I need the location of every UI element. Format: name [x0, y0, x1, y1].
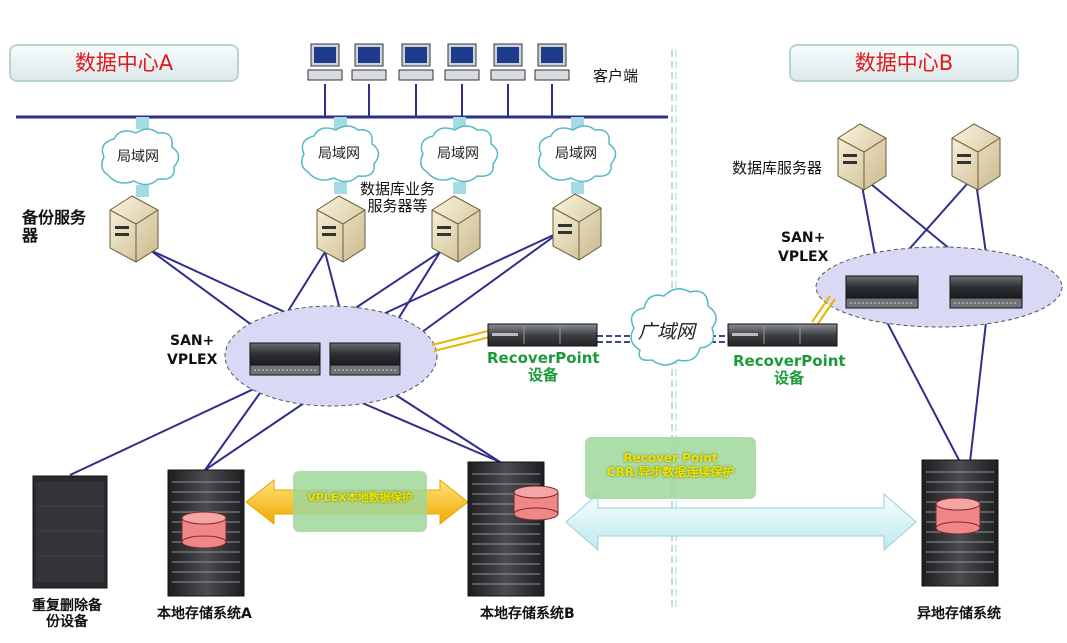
recoverpoint-appliances [487, 323, 838, 347]
recoverpoint-appliance-icon [487, 323, 598, 347]
local-storage-b-label: 本地存储系统B [480, 606, 575, 622]
remote-storage-label: 异地存储系统 [917, 606, 1001, 622]
client-pc-icon [351, 43, 387, 81]
db-app-server-icon [552, 193, 602, 261]
db-app-servers-label: 数据库业务 服务器等 [360, 180, 436, 216]
db-server-icon [951, 123, 1001, 191]
storage-volume-icon [181, 511, 227, 549]
storage-racks [167, 459, 999, 597]
backup-server-icon [109, 195, 159, 263]
lan-clouds [101, 125, 617, 186]
wan-label: 广域网 [638, 321, 696, 343]
local-storage-a-label: 本地存储系统A [157, 606, 252, 622]
lan-label: 局域网 [437, 146, 479, 162]
storage-volume-icon [513, 485, 559, 521]
recoverpoint-b-label: RecoverPoint 设备 [733, 352, 846, 388]
recoverpoint-appliance-icon [727, 323, 838, 347]
recoverpoint-protect-band [585, 437, 756, 499]
san-vplex-b-label: SAN+ VPLEX [778, 230, 829, 265]
lan-label: 局域网 [555, 146, 597, 162]
client-pcs [307, 43, 570, 81]
storage-rack-icon [167, 469, 245, 597]
vplex-protect-band [293, 471, 427, 532]
vplex-switches [249, 275, 1023, 376]
storage-rack-icon [467, 461, 559, 597]
backup-server-label: 备份服务 器 [22, 208, 87, 246]
servers [109, 123, 1001, 263]
client-pc-icon [398, 43, 434, 81]
recoverpoint-remote-protect-label: Recover Point CRR/异步数据连续保护 [606, 451, 735, 479]
fc-links [431, 295, 836, 352]
db-server-label: 数据库服务器 [732, 159, 823, 177]
client-pc-icon [444, 43, 480, 81]
clients-label: 客户端 [593, 67, 639, 85]
dedup-device-label: 重复删除备 份设备 [32, 598, 102, 631]
lan-cloud-icon [420, 125, 499, 183]
client-pc-icon [307, 43, 343, 81]
vplex-switch-icon [845, 275, 919, 309]
db-server-icon [837, 123, 887, 191]
storage-rack-icon [921, 459, 999, 587]
lan-cloud-icon [101, 128, 180, 186]
client-pc-icon [490, 43, 526, 81]
storage-volume-icon [935, 497, 981, 535]
vplex-local-protect-label: VPLEX本地数据保护 [307, 491, 413, 504]
wan-cloud-icon [630, 288, 717, 366]
dedup-appliance-icon [32, 475, 108, 589]
recoverpoint-a-label: RecoverPoint 设备 [487, 349, 600, 385]
lan-cloud-icon [301, 125, 380, 183]
san-vplex-a-label: SAN+ VPLEX [167, 333, 218, 368]
recoverpoint-replication-arrow [565, 492, 917, 552]
lan-label: 局域网 [318, 146, 360, 162]
vplex-switch-icon [949, 275, 1023, 309]
db-app-server-icon [431, 195, 481, 263]
vplex-switch-icon [329, 342, 401, 376]
db-app-server-icon [316, 195, 366, 263]
vplex-switch-icon [249, 342, 321, 376]
lan-label: 局域网 [117, 149, 159, 165]
client-pc-icon [534, 43, 570, 81]
lan-cloud-icon [538, 125, 617, 183]
datacenter-a-title: 数据中心A [9, 44, 239, 82]
datacenter-b-title: 数据中心B [789, 44, 1019, 82]
client-drops [324, 84, 553, 117]
